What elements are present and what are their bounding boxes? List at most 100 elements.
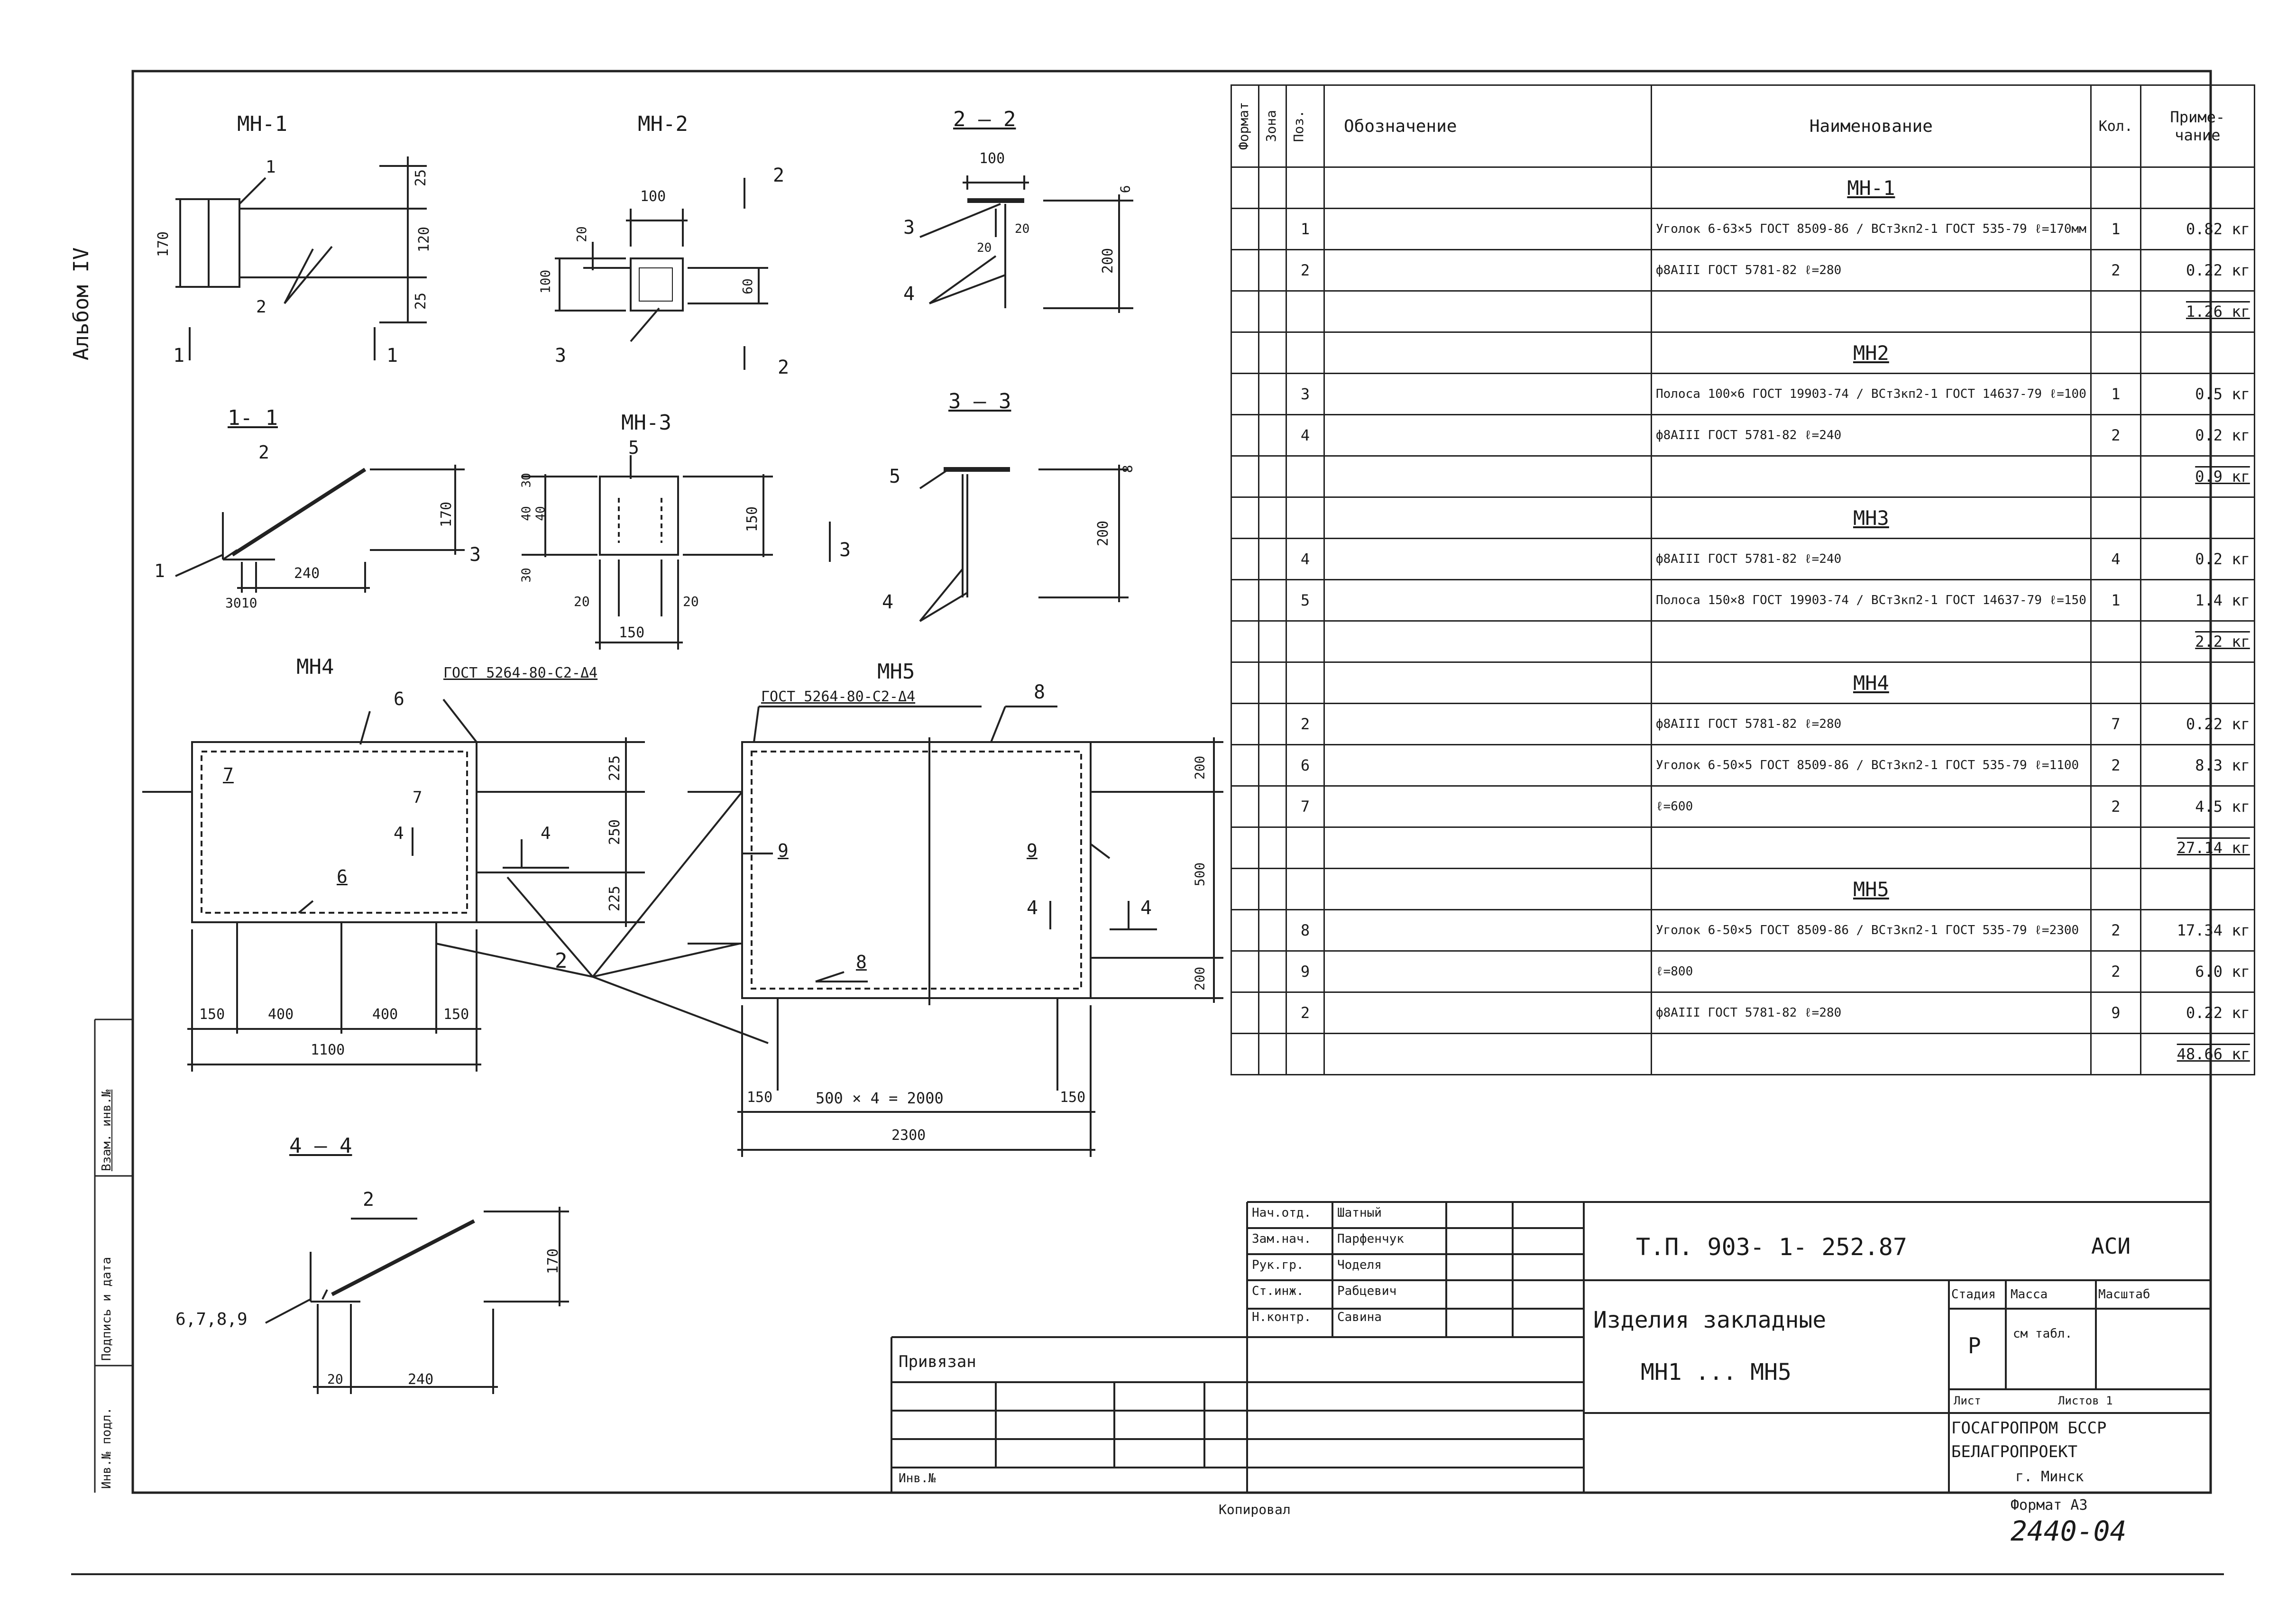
group-total: 2.2 кг [2140,620,2255,663]
cell-pos: 4 [1286,538,1325,580]
cell-qty: 2 [2090,744,2141,787]
mn1-label-2: 2 [256,297,266,317]
org-line1: ГОСАГРОПРОМ БССР [1951,1419,2107,1438]
inv-label: Инв.№ [899,1471,936,1486]
mn5-dim-2300: 2300 [891,1127,926,1144]
mn4-dim-400a: 400 [268,1006,294,1023]
cell-qty: 4 [2090,538,2141,580]
sec33-dim-200: 200 [1095,520,1112,547]
mn1-section-mark-right: 1 [386,345,398,367]
mn3-section-mark-3: 3 [839,539,851,561]
cell-name: Уголок 6-50×5 ГОСТ 8509-86 / ВСт3кп2-1 Г… [1651,909,2092,952]
sec22-title: 2 – 2 [953,107,1016,131]
table-row: МН3 [1231,496,2255,539]
table-row: МН-1 [1231,166,2255,209]
sec11-dim-240: 240 [294,565,320,582]
sec44-label-6789: 6,7,8,9 [175,1310,248,1329]
cell-qty: 1 [2090,579,2141,622]
cell-name: Уголок 6-50×5 ГОСТ 8509-86 / ВСт3кп2-1 Г… [1651,744,2092,787]
cell-qty: 2 [2090,950,2141,993]
signer-name: Парфенчук [1337,1232,1404,1246]
group-total: 27.14 кг [2140,826,2255,869]
sec11-title: 1- 1 [228,406,278,430]
cell-note: 0.22 кг [2140,249,2255,292]
table-row: 1.26 кг [1231,290,2255,333]
cell-name: ф8АIII ГОСТ 5781-82 ℓ=280 [1651,703,2092,745]
header-note: Приме- чание [2140,84,2255,168]
mn3-label-5: 5 [628,437,639,458]
mn4-dim-225a: 225 [606,755,624,781]
group-title: МН2 [1651,331,2092,374]
stage-value: Р [1968,1333,1981,1358]
mn5-label-8top: 8 [1034,681,1046,703]
cell-note: 8.3 кг [2140,744,2255,787]
specification-table: Формат Зона Поз. Обозначение Наименовани… [1231,84,2255,1075]
signer-role: Ст.инж. [1252,1284,1304,1298]
sec11-dim-3010: 3010 [225,595,257,611]
cell-pos: 1 [1286,208,1325,250]
cell-pos: 2 [1286,703,1325,745]
mn2-dim-100top: 100 [640,188,666,205]
sheet-label: Лист [1954,1394,1981,1407]
mn5-dim-500: 500 [1192,862,1208,887]
mn2-dim-100left: 100 [537,269,553,294]
cell-pos: 2 [1286,991,1325,1034]
sec44-title: 4 – 4 [289,1134,352,1158]
mn3-dim-20a: 20 [574,594,590,609]
table-row: МН5 [1231,868,2255,910]
org-line2: БЕЛАГРОПРОЕКТ [1951,1442,2078,1461]
mn3-dim-20b: 20 [683,594,699,609]
mn4-dim-150b: 150 [443,1006,469,1023]
table-row: 0.9 кг [1231,455,2255,498]
mn1-dim-170: 170 [155,231,172,257]
cell-note: 0.82 кг [2140,208,2255,250]
sec33-dim-8: 8 [1120,465,1136,473]
sec11-label-1: 1 [154,560,165,581]
sec11-section-mark-3: 3 [469,544,481,566]
mn4-dim-1100: 1100 [311,1042,345,1058]
mn5-dim-2000: 500 × 4 = 2000 [816,1089,944,1107]
group-title: МН4 [1651,661,2092,704]
signer-role: Рук.гр. [1252,1258,1304,1272]
cell-name: ф8АIII ГОСТ 5781-82 ℓ=240 [1651,414,2092,457]
mn4-label-6bottom: 6 [337,866,348,887]
group-total: 48.66 кг [2140,1033,2255,1075]
scale-label: Масштаб [2098,1287,2150,1302]
sheet-number: 2440-04 [2011,1515,2127,1547]
cell-note: 0.5 кг [2140,373,2255,415]
cell-qty: 2 [2090,414,2141,457]
mn4-dim-225b: 225 [606,885,624,912]
mn4-label-6top: 6 [394,688,404,709]
cell-qty: 9 [2090,991,2141,1034]
mn3-dim-40a: 40 [519,506,534,521]
cell-name: Полоса 150×8 ГОСТ 19903-74 / ВСт3кп2-1 Г… [1651,579,2092,622]
signer-role: Зам.нач. [1252,1232,1312,1246]
header-designation: Обозначение [1323,84,1652,168]
cell-qty: 2 [2090,909,2141,952]
cell-name: ℓ=800 [1651,950,2092,993]
doc-title-line1: Изделия закладные [1593,1307,1827,1333]
group-title: МН-1 [1651,166,2092,209]
mn2-label-3: 3 [555,345,567,367]
cell-name: ℓ=600 [1651,785,2092,828]
group-title: МН3 [1651,496,2092,539]
header-format: Формат [1231,84,1259,168]
header-name: Наименование [1651,84,2092,168]
mn1-dim-120: 120 [416,226,433,253]
cell-name: ф8АIII ГОСТ 5781-82 ℓ=240 [1651,538,2092,580]
cell-note: 0.22 кг [2140,703,2255,745]
mn5-section-mark-left: 4 [1027,897,1038,919]
mn1-dim-25b: 25 [413,292,430,310]
table-row: 8 Уголок 6-50×5 ГОСТ 8509-86 / ВСт3кп2-1 … [1231,909,2255,952]
mn4-section-mark-right: 4 [541,824,551,843]
cell-pos: 9 [1286,950,1325,993]
mn5-title: МН5 [877,660,915,684]
signer-role: Нач.отд. [1252,1206,1312,1220]
cell-pos: 8 [1286,909,1325,952]
